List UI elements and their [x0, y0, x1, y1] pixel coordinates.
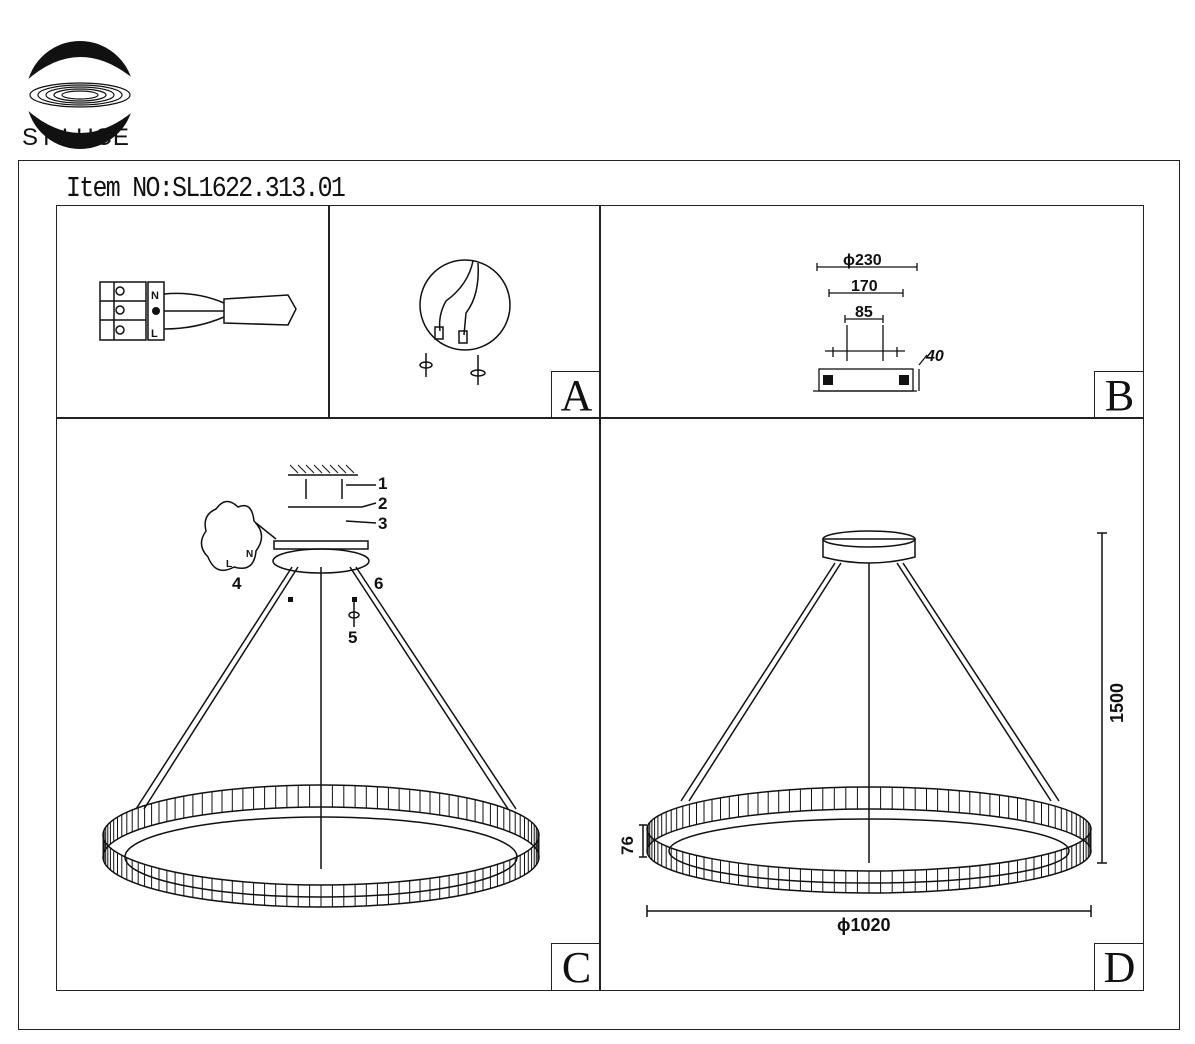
callout-2: 2: [378, 494, 387, 513]
brand-name: ST LUCE: [22, 124, 130, 151]
panel-a: [328, 205, 601, 419]
item-number: Item NO:SL1622.313.01: [66, 172, 346, 205]
dim-ring-diameter: ϕ1020: [837, 915, 891, 935]
tag-b: B: [1094, 371, 1144, 420]
bubble-wire-label-n: N: [246, 549, 253, 560]
callout-3: 3: [378, 514, 387, 533]
bubble-wire-label-l: L: [226, 559, 232, 570]
dim-plate-width: 170: [851, 278, 878, 295]
tag-a: A: [551, 371, 601, 420]
st-luce-logo: [26, 41, 134, 149]
panel-wiring: [56, 205, 330, 419]
spec-sheet: [18, 160, 1180, 1030]
dim-total-height: 1500: [1107, 683, 1127, 723]
callout-1: 1: [378, 474, 387, 493]
canopy-dimensions: ϕ230 170 85 40: [813, 252, 944, 392]
wire-label-n: N: [151, 290, 159, 302]
tag-c: C: [551, 943, 601, 992]
callout-4: 4: [232, 574, 242, 593]
dim-canopy-diameter: ϕ230: [843, 252, 882, 269]
panel-c: [56, 417, 601, 991]
tag-d: D: [1094, 943, 1144, 992]
callout-6: 6: [374, 574, 383, 593]
wiring-terminal-diagram: N L: [99, 281, 297, 341]
panel-d: [599, 417, 1144, 991]
installation-diagram: 1 2 3 4 5 6 N L: [102, 464, 540, 908]
dim-ring-height: 76: [618, 836, 637, 855]
dim-canopy-height: 40: [925, 348, 944, 365]
fixture-dimensions: 1500 76 ϕ1020: [618, 530, 1127, 935]
panel-b: [599, 205, 1144, 419]
wire-connector-detail: [419, 259, 511, 385]
wire-label-l: L: [151, 328, 158, 340]
dim-screw-spacing: 85: [855, 304, 873, 321]
callout-5: 5: [348, 628, 357, 647]
